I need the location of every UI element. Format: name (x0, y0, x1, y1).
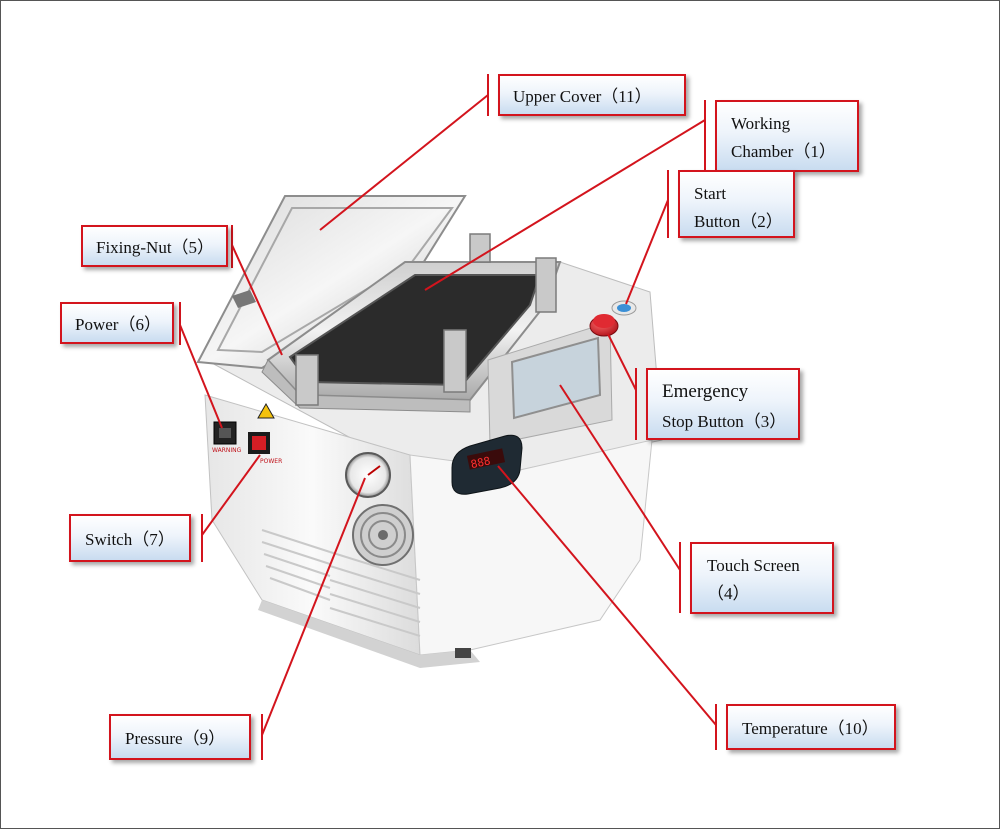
emergency-stop-button (589, 314, 619, 337)
label-pressure-text: Pressure（9） (125, 729, 226, 748)
label-touch-screen-line1: Touch Screen (707, 556, 800, 575)
control-panel (487, 321, 613, 446)
label-touch-screen-line2: （4） (707, 584, 750, 603)
label-working-chamber-line1: Working (731, 114, 791, 133)
leader-fixing-nut (231, 244, 283, 356)
warning-marking: WARNING (212, 447, 242, 454)
label-temperature: Temperature（10） (726, 704, 896, 750)
label-start-button-line1: Start (694, 184, 727, 203)
label-power: Power（6） (60, 302, 174, 344)
leader-working-chamber (424, 119, 706, 291)
label-emergency-line1: Emergency (662, 381, 749, 402)
label-temperature-text: Temperature（10） (742, 719, 879, 738)
label-working-chamber-line2: Chamber（1） (731, 142, 836, 161)
leader-power (179, 324, 223, 429)
start-button (611, 300, 637, 316)
label-working-chamber: Working Chamber（1） (715, 100, 859, 172)
temperature-controller: 888 (451, 434, 523, 495)
warning-sticker (257, 402, 275, 419)
label-switch: Switch（7） (69, 514, 191, 562)
cooling-fan (352, 504, 414, 566)
power-marking: POWER (260, 458, 282, 465)
label-fixing-nut-text: Fixing-Nut（5） (96, 238, 215, 257)
svg-text:888: 888 (470, 454, 492, 471)
label-fixing-nut: Fixing-Nut（5） (81, 225, 228, 267)
leader-lines (179, 74, 717, 760)
label-emergency-line2: Stop Button（3） (662, 412, 787, 431)
label-power-text: Power（6） (75, 315, 161, 334)
fixing-nuts (295, 233, 557, 406)
leader-start-button (625, 199, 669, 305)
pressure-gauge (345, 452, 391, 498)
label-start-button: Start Button（2） (678, 170, 795, 238)
touch-screen (510, 336, 602, 420)
leader-emergency (607, 333, 637, 391)
leader-pressure (261, 477, 366, 736)
leader-temperature (497, 465, 717, 726)
label-pressure: Pressure（9） (109, 714, 251, 760)
upper-cover (196, 195, 467, 370)
label-upper-cover-text: Upper Cover（11） (513, 87, 652, 106)
power-switch: POWER (248, 432, 282, 465)
label-start-button-line2: Button（2） (694, 212, 783, 231)
vent-slots (261, 529, 421, 637)
label-upper-cover: Upper Cover（11） (498, 74, 686, 116)
leader-touch-screen (559, 384, 681, 571)
power-socket: WARNING (212, 421, 242, 454)
leader-upper-cover (319, 94, 489, 231)
leader-switch (201, 454, 261, 536)
label-touch-screen: Touch Screen （4） (690, 542, 834, 614)
label-emergency-stop: Emergency Stop Button（3） (646, 368, 800, 440)
label-switch-text: Switch（7） (85, 530, 175, 549)
